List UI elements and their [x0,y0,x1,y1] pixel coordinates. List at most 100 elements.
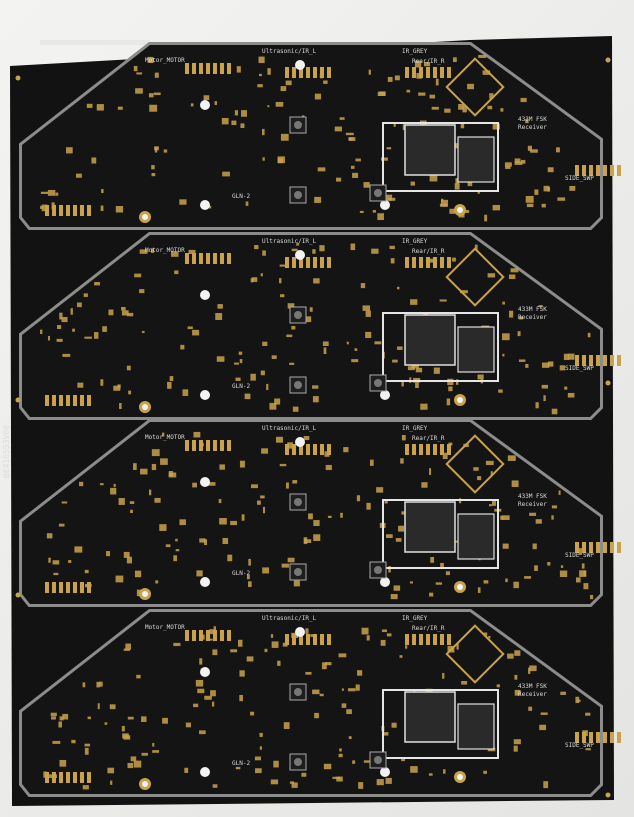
silkscreen-label-rear: Rear/IR_R [412,248,445,255]
mounting-hole-center [142,591,148,597]
gold-pad [59,312,63,320]
gold-pad [482,70,491,75]
connector-pin [617,165,621,176]
gold-pad [445,571,450,576]
gold-pad [391,722,397,728]
gold-pad [74,546,83,553]
gold-pad [564,386,568,390]
connector-pin [206,63,210,74]
connector-pin [433,67,437,78]
gold-pad [301,772,307,777]
gold-pad [130,509,133,514]
gold-pad [238,351,243,355]
gold-pad [175,549,180,552]
gold-pad [231,120,237,126]
gold-pad [262,341,268,347]
silkscreen-label-rear: Rear/IR_R [412,58,445,65]
gold-pad [222,537,229,545]
connector-pin [412,67,416,78]
connector-pin [582,542,586,553]
silkscreen-label-motor: Motor_MOTOR [145,57,185,64]
gold-pad [304,539,312,543]
gold-pad [212,784,218,788]
gold-pad [323,763,332,770]
connector-pin [320,257,324,268]
gold-pad [514,674,518,680]
gold-pad [212,649,218,656]
mounting-hole [200,390,210,400]
gold-pad [372,209,376,213]
gold-pad [68,560,72,563]
gold-pad [133,463,137,470]
gold-pad [207,482,216,486]
gold-pad [285,80,292,86]
gold-pad [41,204,48,212]
gold-pad [287,442,293,449]
gold-pad [154,72,159,78]
connector-pin [589,542,593,553]
gold-pad [234,362,239,365]
gold-pad [551,505,558,509]
gold-pad [287,303,295,309]
gold-pad [350,243,356,251]
gold-pad [193,431,201,438]
gold-pad [106,551,111,557]
gold-pad [93,332,99,339]
gold-pad [314,196,322,203]
gold-pad [524,576,532,579]
gold-pad [312,689,320,695]
gold-pad [260,495,265,499]
board-outline [22,612,600,794]
gold-pad [487,273,496,278]
gold-pad [444,108,451,113]
gold-pad [460,122,465,129]
gold-pad [151,463,157,471]
gold-pad [271,641,279,648]
gold-pad [530,149,538,153]
gold-pad [84,743,91,747]
gold-pad [148,489,152,496]
gold-pad [94,282,100,286]
connector-pin [80,582,84,593]
silkscreen-label-part: GLN-2 [232,570,250,577]
connector-pin [405,444,409,455]
gold-pad [230,520,237,526]
connector-pin [320,634,324,645]
gold-pad [583,583,589,590]
gold-pad [529,512,537,516]
gold-pad [180,344,185,350]
connector-pin [582,732,586,743]
gold-pad [62,713,69,720]
tactile-button-cap [374,379,382,387]
connector-pin [285,257,289,268]
gold-pad [371,248,379,254]
connector-pin [582,165,586,176]
gold-pad [435,78,439,86]
gold-pad [365,310,371,317]
connector-pin [299,634,303,645]
connector-pin [617,542,621,553]
gold-pad [346,341,349,345]
gold-pad [261,448,269,454]
gold-pad [513,581,519,589]
connector-pin [313,257,317,268]
gold-pad [314,712,319,719]
gold-pad [410,299,418,305]
gold-pad [104,722,108,725]
gold-pad [309,307,313,312]
gold-pad [199,658,203,665]
connector-pin [575,732,579,743]
gold-pad [589,594,594,600]
gold-pad [543,781,549,789]
gold-pad [324,451,330,457]
mounting-hole [200,290,210,300]
connector-pin [285,67,289,78]
gold-pad [569,185,576,191]
gold-pad [420,403,428,410]
gold-pad [86,103,93,108]
gold-pad [277,156,285,164]
silkscreen-label-receiver_2: Receiver [518,501,547,508]
gold-pad [261,128,265,136]
gold-pad [55,192,59,196]
